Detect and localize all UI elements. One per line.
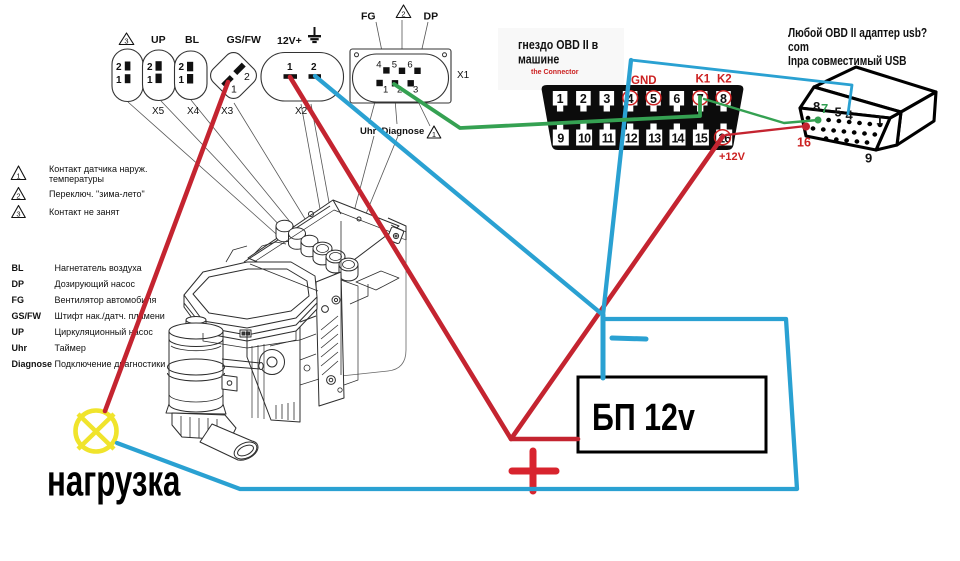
- svg-text:4: 4: [376, 60, 381, 71]
- svg-text:FG: FG: [361, 11, 376, 23]
- svg-text:3: 3: [16, 210, 20, 219]
- svg-text:Таймер: Таймер: [55, 343, 86, 353]
- svg-text:the Connector: the Connector: [531, 69, 579, 76]
- svg-text:Diagnose: Diagnose: [382, 126, 425, 137]
- svg-text:X4: X4: [187, 106, 200, 117]
- svg-text:1: 1: [147, 75, 153, 86]
- svg-text:11: 11: [602, 132, 614, 146]
- svg-text:2: 2: [244, 71, 250, 83]
- svg-text:Дозирующий насос: Дозирующий насос: [55, 279, 136, 289]
- svg-text:2: 2: [580, 92, 587, 106]
- svg-text:2: 2: [178, 62, 184, 73]
- svg-text:Нагнетатель воздуха: Нагнетатель воздуха: [55, 263, 142, 273]
- svg-text:Переключ. "зима-лето": Переключ. "зима-лето": [49, 189, 145, 199]
- svg-text:5: 5: [650, 92, 657, 106]
- svg-text:8: 8: [720, 92, 727, 106]
- svg-text:4: 4: [846, 108, 854, 123]
- svg-text:com: com: [788, 41, 809, 54]
- svg-text:1: 1: [557, 92, 564, 106]
- svg-text:DP: DP: [12, 279, 25, 289]
- svg-text:X5: X5: [152, 106, 165, 117]
- svg-text:X2: X2: [295, 106, 308, 117]
- svg-text:13: 13: [648, 132, 661, 146]
- svg-text:9: 9: [557, 132, 564, 146]
- svg-text:DP: DP: [424, 11, 439, 23]
- svg-text:4: 4: [627, 92, 634, 106]
- svg-text:15: 15: [695, 132, 708, 146]
- svg-text:Штифт нак./датч. пламени: Штифт нак./датч. пламени: [55, 311, 165, 321]
- svg-text:Любой OBD II адаптер usb?: Любой OBD II адаптер usb?: [788, 27, 927, 40]
- svg-text:нагрузка: нагрузка: [47, 456, 181, 506]
- svg-text:12V+: 12V+: [277, 35, 302, 47]
- svg-text:2: 2: [311, 62, 317, 73]
- svg-text:BL: BL: [12, 263, 24, 273]
- svg-text:GS/FW: GS/FW: [227, 34, 262, 46]
- svg-text:9: 9: [865, 151, 872, 166]
- svg-text:БП 12v: БП 12v: [592, 397, 695, 439]
- svg-text:6: 6: [407, 60, 412, 71]
- svg-text:Циркуляционный насос: Циркуляционный насос: [55, 327, 154, 337]
- svg-text:1: 1: [876, 113, 883, 128]
- svg-text:1: 1: [432, 130, 436, 139]
- svg-text:GS/FW: GS/FW: [12, 311, 42, 321]
- svg-text:Контакт датчика наруж.: Контакт датчика наруж.: [49, 164, 147, 174]
- svg-text:14: 14: [671, 132, 684, 146]
- svg-text:10: 10: [578, 132, 591, 146]
- svg-text:12: 12: [625, 132, 638, 146]
- svg-text:Inpa совместимый USB: Inpa совместимый USB: [788, 55, 906, 68]
- svg-text:1: 1: [383, 84, 388, 95]
- svg-text:+12V: +12V: [719, 151, 746, 163]
- svg-text:6: 6: [673, 92, 680, 106]
- svg-text:X3: X3: [221, 106, 234, 117]
- svg-text:UP: UP: [151, 34, 166, 46]
- svg-text:2: 2: [147, 62, 153, 73]
- svg-text:1: 1: [287, 62, 293, 73]
- svg-text:машине: машине: [518, 53, 560, 67]
- svg-text:3: 3: [124, 37, 128, 46]
- svg-text:1: 1: [178, 75, 184, 86]
- svg-text:K1: K1: [696, 74, 711, 86]
- svg-text:2: 2: [401, 10, 405, 19]
- svg-text:Uhr: Uhr: [360, 126, 377, 137]
- svg-text:температуры: температуры: [49, 174, 104, 184]
- svg-text:гнездо OBD II в: гнездо OBD II в: [518, 38, 598, 52]
- svg-text:Uhr: Uhr: [12, 343, 28, 353]
- svg-text:1: 1: [16, 172, 20, 181]
- svg-text:UP: UP: [12, 327, 25, 337]
- svg-text:Контакт не занят: Контакт не занят: [49, 207, 119, 217]
- svg-text:X1: X1: [457, 70, 470, 81]
- svg-text:5: 5: [835, 105, 842, 120]
- svg-text:K2: K2: [717, 74, 732, 86]
- svg-text:FG: FG: [12, 295, 25, 305]
- svg-text:3: 3: [603, 92, 610, 106]
- svg-text:16: 16: [797, 136, 811, 150]
- svg-text:1: 1: [116, 75, 122, 86]
- svg-text:GND: GND: [631, 75, 657, 87]
- svg-text:2: 2: [116, 62, 122, 73]
- svg-text:Diagnose: Diagnose: [12, 359, 53, 369]
- svg-text:8: 8: [813, 99, 820, 114]
- svg-text:2: 2: [16, 192, 20, 201]
- svg-text:Вентилятор автомобиля: Вентилятор автомобиля: [55, 295, 157, 305]
- svg-text:7: 7: [821, 101, 828, 116]
- svg-text:1: 1: [231, 84, 237, 96]
- svg-text:Подключение диагностики: Подключение диагностики: [55, 359, 166, 369]
- svg-text:3: 3: [413, 84, 418, 95]
- svg-text:BL: BL: [185, 34, 200, 46]
- svg-text:5: 5: [392, 60, 397, 71]
